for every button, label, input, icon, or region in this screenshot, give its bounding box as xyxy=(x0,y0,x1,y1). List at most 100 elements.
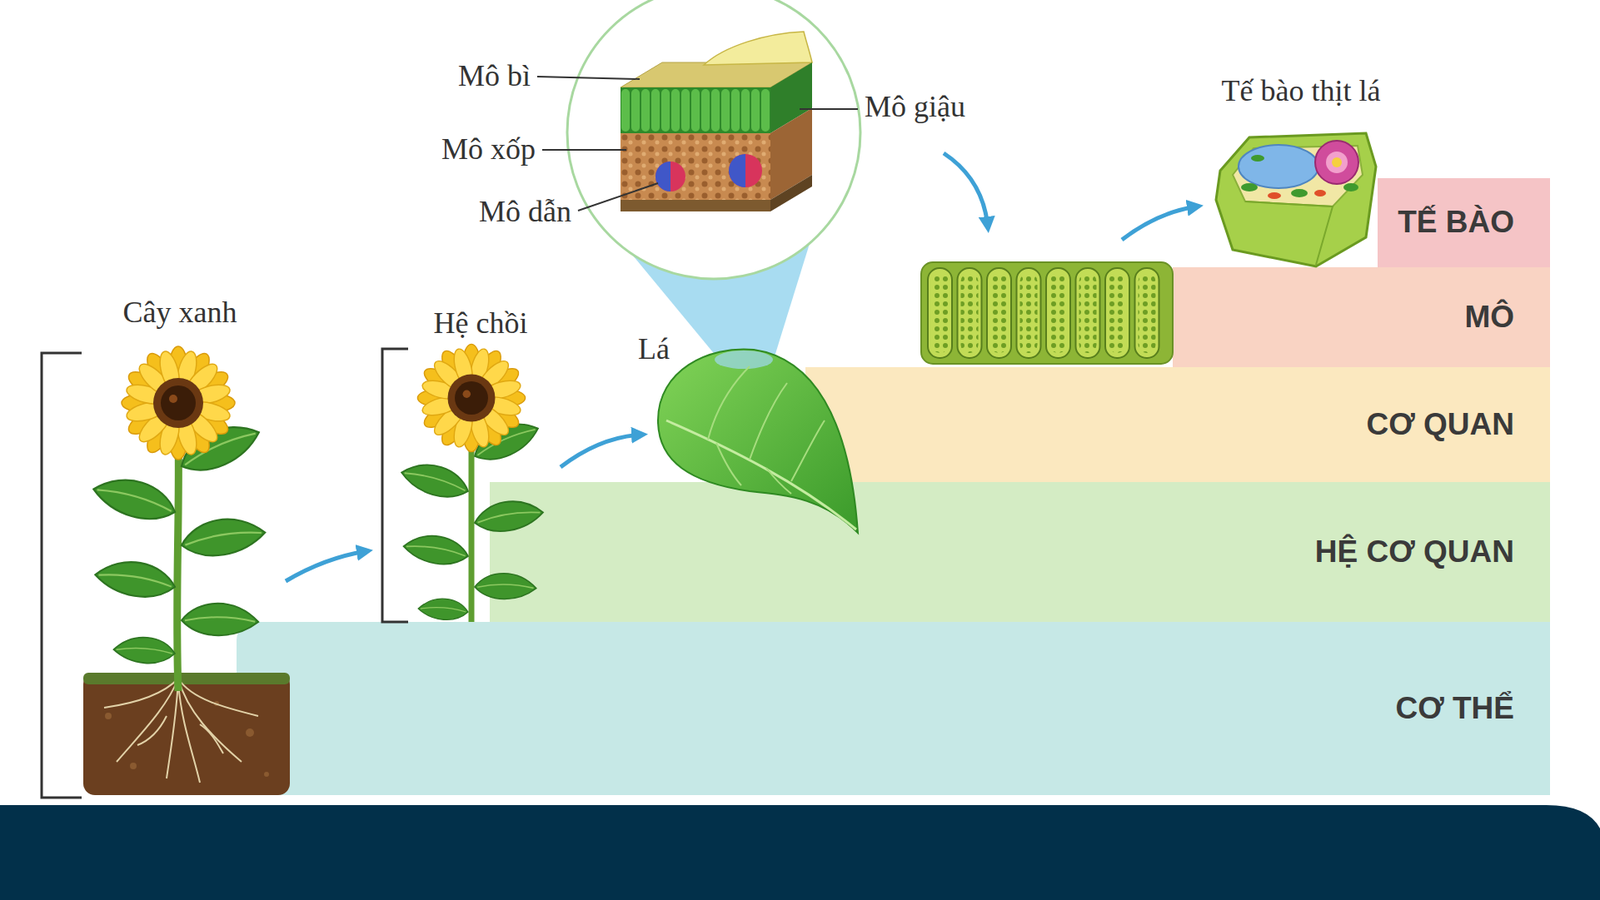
palisade-tissue xyxy=(1079,273,1097,354)
leaf-cross-section xyxy=(728,154,763,188)
shoot-system xyxy=(398,458,472,502)
leaf-cross-section xyxy=(728,154,746,188)
part-label: Mô bì xyxy=(458,59,531,94)
mesophyll-cell xyxy=(1216,133,1376,267)
mesophyll-cell xyxy=(1238,144,1319,189)
leaf-cross-section xyxy=(655,161,686,192)
shoot-system xyxy=(473,498,545,534)
leader-line xyxy=(537,76,640,80)
bottom-bar-corner xyxy=(1540,805,1600,829)
mesophyll-cell xyxy=(1241,183,1258,192)
leaf-organ xyxy=(707,366,825,494)
leaf-organ xyxy=(749,383,788,460)
sunflower-plant xyxy=(89,473,180,526)
mesophyll-cell xyxy=(1331,157,1342,168)
level-name: CƠ THỂ xyxy=(1395,690,1515,728)
mesophyll-cell xyxy=(1267,192,1281,200)
sunflower-plant xyxy=(137,716,167,746)
level-band: CƠ QUAN xyxy=(805,367,1551,483)
shoot-system xyxy=(473,571,538,603)
palisade-tissue xyxy=(921,262,1173,364)
mesophyll-cell xyxy=(1241,154,1359,198)
palisade-tissue xyxy=(1049,273,1067,354)
palisade-tissue xyxy=(927,268,953,359)
bracket xyxy=(382,348,409,623)
palisade-tissue xyxy=(1138,273,1157,354)
sunflower-plant xyxy=(104,678,179,708)
sunflower-plant xyxy=(180,600,260,640)
palisade-tissue xyxy=(1046,268,1071,359)
sunflower-plant xyxy=(104,678,259,783)
palisade-tissue xyxy=(1108,273,1127,354)
palisade-tissue xyxy=(1105,268,1130,359)
leaf-organ xyxy=(657,348,858,534)
part-label: Mô dẫn xyxy=(478,194,572,230)
palisade-tissue xyxy=(921,262,1173,364)
palisade-tissue xyxy=(927,268,1160,359)
flow-arrow xyxy=(285,153,1197,582)
leaf-organ xyxy=(791,420,825,482)
sunflower-plant xyxy=(83,346,290,796)
palisade-tissue xyxy=(1135,268,1160,359)
palisade-tissue xyxy=(931,273,949,354)
bottom-bar xyxy=(0,805,1600,900)
leaf-organ xyxy=(657,348,858,534)
sunflower-plant xyxy=(245,728,255,738)
mesophyll-cell xyxy=(1290,189,1308,198)
shoot-system xyxy=(398,343,544,623)
leaf-cross-section xyxy=(655,161,671,192)
part-label: Mô xốp xyxy=(441,132,536,167)
sunflower-plant xyxy=(83,672,290,685)
sunflower-plant xyxy=(177,433,180,692)
leaf-cross-section xyxy=(620,199,771,212)
palisade-tissue xyxy=(1076,268,1101,359)
leader-line xyxy=(542,149,627,151)
sunflower-plant xyxy=(83,672,290,796)
level-name: MÔ xyxy=(1464,299,1515,336)
sunflower-plant xyxy=(166,678,179,779)
palisade-tissue xyxy=(931,273,1157,354)
leaf-organ xyxy=(707,366,750,440)
mesophyll-cell xyxy=(1315,140,1359,185)
leader-line xyxy=(537,76,858,211)
palisade-tissue xyxy=(961,273,979,354)
sunflower-plant xyxy=(179,516,268,559)
leaf-organ xyxy=(714,350,773,369)
mesophyll-cell xyxy=(1343,183,1359,192)
mesophyll-cell xyxy=(1251,154,1265,162)
leader-line xyxy=(578,183,658,211)
leader-line xyxy=(799,108,858,110)
shoot-system xyxy=(418,598,469,620)
level-band: TẾ BÀO xyxy=(1377,178,1551,268)
leaf-organ xyxy=(766,468,792,494)
sunflower-plant xyxy=(178,682,200,783)
palisade-tissue xyxy=(990,273,1008,354)
sunflower-plant xyxy=(129,762,137,770)
shoot-system xyxy=(402,533,470,568)
palisade-tissue xyxy=(1016,268,1042,359)
leaf-cross-section xyxy=(620,31,813,212)
level-name: CƠ QUAN xyxy=(1365,406,1515,444)
part-label: Tế bào thịt lá xyxy=(1221,74,1381,109)
level-name: HỆ CƠ QUAN xyxy=(1315,533,1515,571)
palisade-tissue xyxy=(1020,273,1038,354)
sunflower-plant xyxy=(178,678,242,763)
sunflower-plant xyxy=(113,638,175,664)
part-label: Cây xanh xyxy=(123,295,238,330)
part-label: Mô giậu xyxy=(864,89,966,125)
part-label: Lá xyxy=(638,332,670,367)
flow-arrow xyxy=(560,434,642,468)
sunflower-plant xyxy=(121,346,235,460)
leaf-organ xyxy=(716,443,742,486)
level-band: CƠ THỂ xyxy=(236,622,1551,796)
sunflower-plant xyxy=(178,678,259,717)
magnifier-circle xyxy=(567,0,861,280)
leaf-cross-section xyxy=(620,87,771,134)
sunflower-plant xyxy=(93,558,177,600)
shoot-system xyxy=(417,343,525,452)
mesophyll-cell xyxy=(1245,201,1333,265)
mesophyll-cell xyxy=(1325,151,1348,174)
sunflower-plant xyxy=(104,712,112,720)
